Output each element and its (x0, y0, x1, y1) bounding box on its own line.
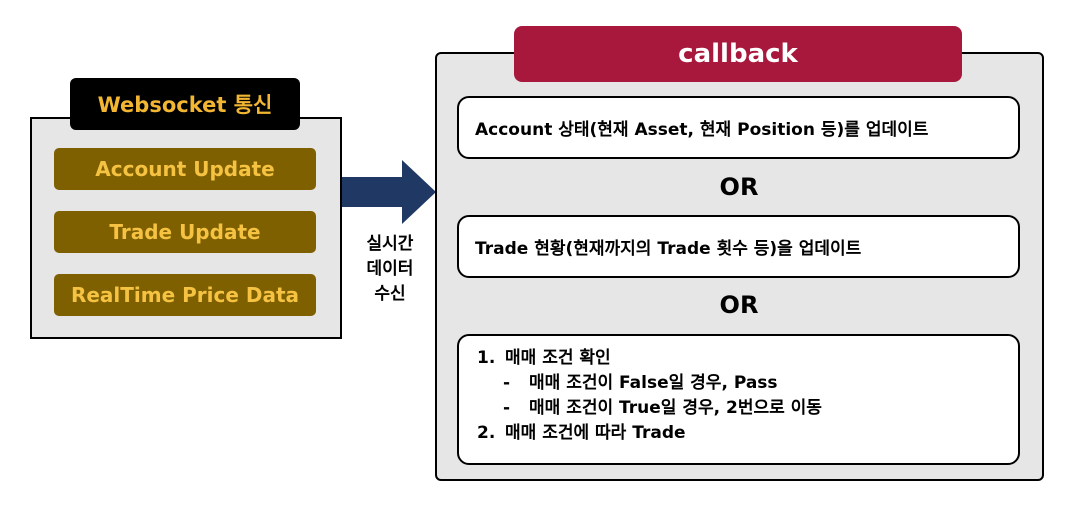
or-label: OR (719, 173, 759, 201)
step-number: 2. (477, 423, 496, 443)
step-1: 1. 매매 조건 확인 (477, 346, 1018, 371)
account-update-item: Account Update (54, 148, 316, 190)
step-text: 매매 조건에 따라 Trade (505, 423, 686, 443)
step-1-sub-1: -매매 조건이 False일 경우, Pass (477, 371, 1018, 396)
arrow-label-line: 수신 (374, 284, 406, 304)
trade-status-box: Trade 현황(현재까지의 Trade 횟수 등)을 업데이트 (457, 215, 1020, 278)
bullet-dash: - (503, 398, 511, 418)
account-status-box: Account 상태(현재 Asset, 현재 Position 등)를 업데이… (457, 96, 1020, 159)
step-text: 매매 조건이 True일 경우, 2번으로 이동 (529, 398, 822, 418)
arrow-label-line: 데이터 (366, 259, 414, 279)
websocket-title: Websocket 통신 (70, 78, 300, 130)
or-label: OR (719, 291, 759, 319)
step-1-sub-2: -매매 조건이 True일 경우, 2번으로 이동 (477, 396, 1018, 421)
account-status-text: Account 상태(현재 Asset, 현재 Position 등)를 업데이… (475, 120, 929, 140)
right-arrow-icon (342, 160, 436, 224)
arrow-label-line: 실시간 (366, 234, 414, 254)
trade-steps-box: 1.매매 조건 확인 -매매 조건이 False일 경우, Pass -매매 조… (457, 334, 1020, 465)
step-number: 1. (477, 348, 496, 368)
trade-update-item: Trade Update (54, 211, 316, 253)
step-text: 매매 조건이 False일 경우, Pass (529, 373, 778, 393)
callback-title: callback (514, 26, 962, 82)
realtime-price-data-item: RealTime Price Data (54, 274, 316, 316)
arrow-label: 실시간 데이터 수신 (350, 232, 430, 307)
step-2: 2. 매매 조건에 따라 Trade (477, 421, 1018, 446)
bullet-dash: - (503, 373, 511, 393)
step-text: 매매 조건 확인 (505, 348, 611, 368)
trade-status-text: Trade 현황(현재까지의 Trade 횟수 등)을 업데이트 (475, 239, 862, 259)
